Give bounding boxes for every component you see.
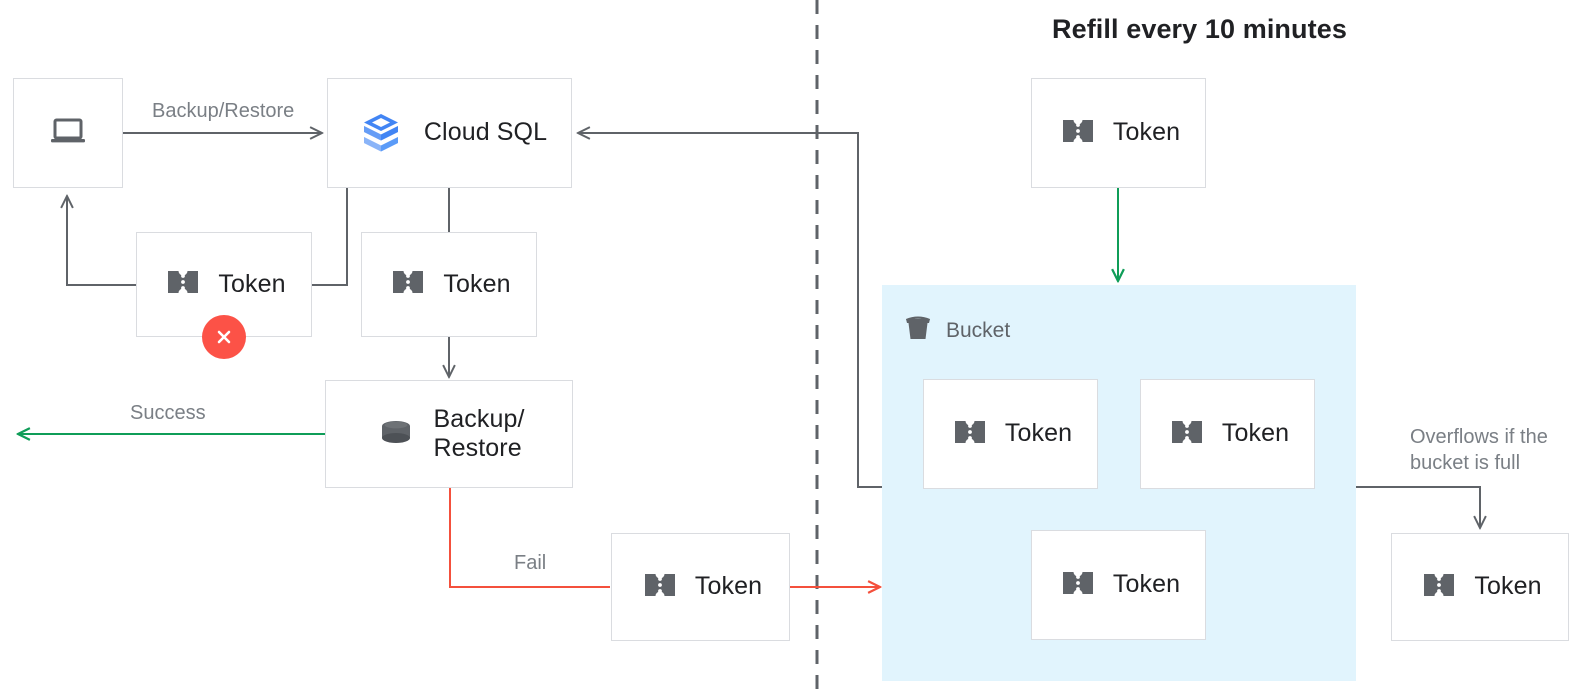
node-token-bucket-2-label: Token: [1221, 419, 1290, 448]
node-token-consumed-label: Token: [443, 269, 511, 298]
edge-token-failed-to-client: [67, 196, 136, 286]
node-token-bucket-3-label: Token: [1112, 570, 1181, 599]
edge-overflow: [1356, 486, 1480, 528]
node-cloud-sql[interactable]: Cloud SQL: [327, 78, 572, 188]
node-token-fail-return-label: Token: [694, 572, 763, 601]
node-token-fail-return[interactable]: Token: [611, 533, 790, 641]
node-token-bucket-3[interactable]: Token: [1031, 530, 1206, 640]
bucket-label: Bucket: [946, 319, 1011, 342]
node-backup-restore-label: Backup/ Restore: [433, 404, 525, 463]
node-token-failed-label: Token: [218, 269, 286, 298]
cloud-sql-icon: [352, 102, 410, 165]
laptop-icon: [46, 109, 90, 158]
node-cloud-sql-label: Cloud SQL: [423, 118, 548, 147]
edge-label-backup-restore: Backup/Restore: [152, 100, 295, 122]
page-title: Refill every 10 minutes: [1052, 14, 1347, 44]
edge-label-fail: Fail: [514, 552, 547, 574]
token-icon: [639, 564, 681, 611]
token-icon: [1166, 411, 1208, 458]
node-token-overflow-label: Token: [1474, 572, 1542, 601]
node-token-refill-label: Token: [1112, 118, 1181, 147]
node-token-bucket-2[interactable]: Token: [1140, 379, 1315, 489]
token-icon: [1057, 562, 1099, 609]
token-icon: [1418, 564, 1460, 611]
edge-label-success: Success: [130, 402, 206, 424]
token-icon: [949, 411, 991, 458]
token-icon: [387, 261, 429, 308]
edge-bucket-to-cloudsql: [578, 133, 882, 488]
error-badge-icon: [202, 315, 246, 359]
node-client[interactable]: [13, 78, 123, 188]
token-icon: [162, 261, 204, 308]
database-icon: [373, 409, 419, 460]
node-token-consumed[interactable]: Token: [361, 232, 537, 337]
node-token-bucket-1[interactable]: Token: [923, 379, 1098, 489]
edge-cloudsql-to-token-failed: [312, 188, 348, 286]
bucket-title: Bucket: [902, 312, 1010, 350]
bucket-icon: [902, 312, 934, 350]
node-token-bucket-1-label: Token: [1004, 419, 1073, 448]
node-token-refill[interactable]: Token: [1031, 78, 1206, 188]
node-token-overflow[interactable]: Token: [1391, 533, 1569, 641]
token-icon: [1057, 110, 1099, 157]
node-backup-restore[interactable]: Backup/ Restore: [325, 380, 573, 488]
edge-label-overflow: Overflows if the bucket is full: [1410, 426, 1548, 474]
